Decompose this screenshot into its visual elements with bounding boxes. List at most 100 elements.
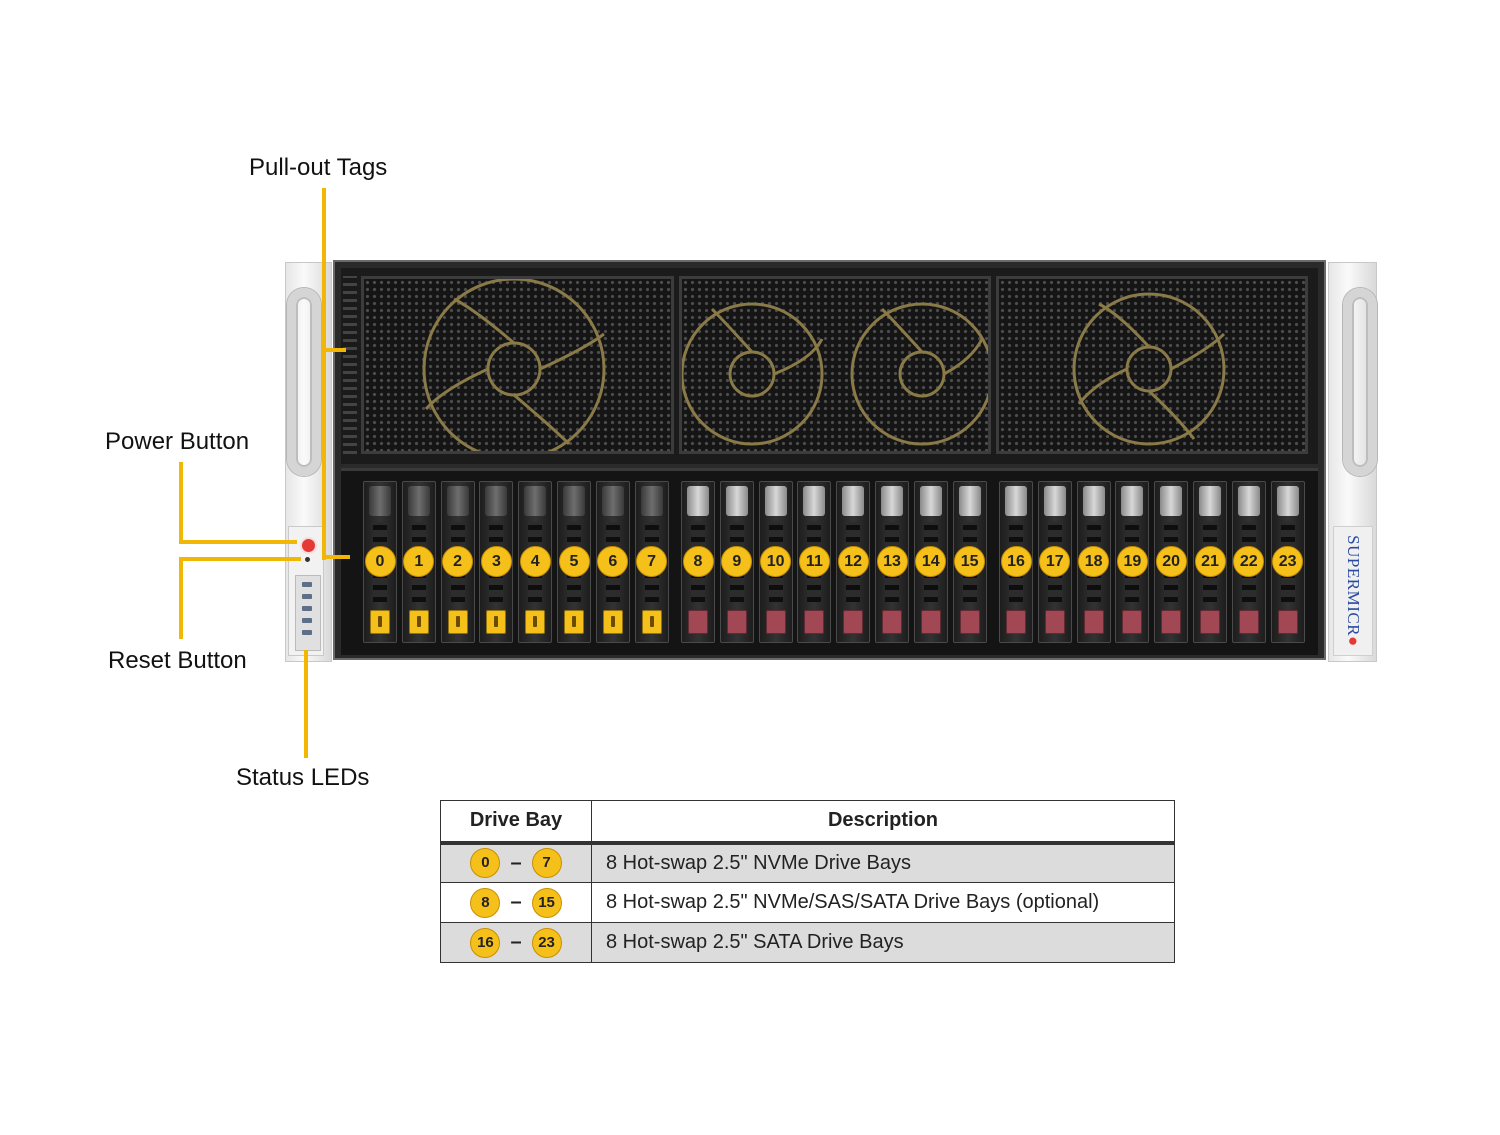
drive-latch[interactable] — [641, 610, 662, 634]
drive-tray-top — [1160, 486, 1183, 516]
drive-bay-table: Drive Bay Description 0–7 8 Hot-swap 2.5… — [440, 800, 1175, 963]
bay-number-badge-22: 22 — [1233, 546, 1265, 577]
drive-latch[interactable] — [726, 610, 747, 634]
bay-number-badge-18: 18 — [1078, 546, 1110, 577]
table-row: 0–7 8 Hot-swap 2.5" NVMe Drive Bays — [440, 842, 1175, 883]
drive-latch[interactable] — [447, 610, 468, 634]
reset-button-leader — [179, 557, 183, 639]
drive-latch[interactable] — [804, 610, 825, 634]
table-row: 16–23 8 Hot-swap 2.5" SATA Drive Bays — [440, 922, 1175, 963]
fan-section — [341, 268, 1318, 464]
drive-tray-top — [764, 486, 787, 516]
drive-latch[interactable] — [564, 610, 584, 634]
drive-latch[interactable] — [1006, 610, 1026, 634]
drive-latch[interactable] — [370, 610, 390, 634]
drive-latch[interactable] — [1044, 610, 1065, 634]
bay-number-badge-7: 7 — [636, 546, 668, 577]
fan-icon — [680, 302, 994, 446]
drive-latch[interactable] — [408, 610, 429, 634]
drive-description: 8 Hot-swap 2.5" NVMe Drive Bays — [591, 842, 1175, 883]
drive-latch[interactable] — [882, 610, 902, 634]
brand-logo: SUPERMICR● — [1344, 535, 1363, 647]
drive-tray-top — [446, 486, 469, 516]
fan-cage-left — [361, 276, 674, 461]
reset-button[interactable] — [305, 557, 310, 562]
pull-out-tags-leader-stub — [322, 555, 350, 559]
drive-latch[interactable] — [525, 610, 546, 634]
table-header-row: Drive Bay Description — [440, 800, 1175, 843]
drive-tray-top — [1237, 486, 1260, 516]
drive-latch[interactable] — [688, 610, 708, 634]
bay-number-badge-0: 0 — [364, 546, 396, 577]
bay-badge: 15 — [531, 887, 562, 918]
power-button[interactable] — [300, 537, 317, 554]
status-led — [302, 618, 312, 623]
pull-out-tag-vent[interactable] — [343, 276, 357, 454]
drive-latch[interactable] — [765, 610, 786, 634]
control-panel — [288, 526, 324, 656]
latch-mark — [494, 616, 499, 627]
drive-tray-top — [842, 486, 865, 516]
range-dash: – — [510, 851, 522, 874]
latch-mark — [649, 616, 654, 627]
latch-mark — [416, 616, 421, 627]
status-leds-leader — [304, 650, 308, 758]
bay-number-badge-19: 19 — [1116, 546, 1148, 577]
drive-latch[interactable] — [602, 610, 623, 634]
bay-number-badge-13: 13 — [876, 546, 908, 577]
drive-tray-top — [881, 486, 903, 516]
drive-tray-top — [1043, 486, 1066, 516]
drive-tray-top — [640, 486, 663, 516]
drive-tray-top — [958, 486, 981, 516]
status-leds-label: Status LEDs — [236, 764, 370, 791]
drive-latch[interactable] — [1083, 610, 1104, 634]
drive-latch[interactable] — [1122, 610, 1143, 634]
drive-bay-range: 0–7 — [440, 842, 592, 883]
bay-badge: 23 — [531, 927, 562, 958]
drive-latch[interactable] — [1238, 610, 1259, 634]
drive-bay-range: 16–23 — [440, 922, 592, 963]
pull-out-tags-leader-stub — [322, 348, 346, 352]
drive-tray-top — [1082, 486, 1105, 516]
fan-icon — [1072, 292, 1226, 446]
bay-number-badge-1: 1 — [403, 546, 435, 577]
latch-mark — [572, 616, 576, 627]
bay-number-badge-4: 4 — [519, 546, 551, 577]
status-leds — [295, 575, 321, 651]
bay-number-badge-23: 23 — [1272, 546, 1304, 577]
left-handle[interactable] — [287, 288, 321, 476]
drive-latch[interactable] — [843, 610, 864, 634]
drive-latch[interactable] — [1161, 610, 1182, 634]
bay-badge: 16 — [470, 927, 501, 958]
drive-tray-top — [725, 486, 748, 516]
latch-mark — [455, 616, 460, 627]
drive-latch[interactable] — [920, 610, 941, 634]
table-row: 8–15 8 Hot-swap 2.5" NVMe/SAS/SATA Drive… — [440, 882, 1175, 923]
drive-latch[interactable] — [1277, 610, 1298, 634]
bay-number-badge-15: 15 — [954, 546, 986, 577]
fan-cage-right — [996, 276, 1308, 454]
bay-number-badge-10: 10 — [760, 546, 792, 577]
drive-tray-top — [919, 486, 942, 516]
range-dash: – — [510, 891, 522, 913]
status-led — [302, 630, 312, 635]
bay-badge: 0 — [470, 848, 501, 879]
drive-tray-top — [563, 486, 585, 516]
drive-tray-top — [1276, 486, 1299, 516]
right-handle[interactable] — [1343, 288, 1377, 476]
drive-tray-top — [601, 486, 624, 516]
header-description: Description — [591, 800, 1175, 843]
brand-tag: SUPERMICR● — [1333, 526, 1373, 656]
power-button-leader-h — [179, 540, 297, 544]
drive-latch[interactable] — [1200, 610, 1220, 634]
drive-latch[interactable] — [486, 610, 507, 634]
bay-number-badge-9: 9 — [721, 546, 753, 577]
drive-latch[interactable] — [959, 610, 980, 634]
drive-tray-top — [1121, 486, 1144, 516]
bay-number-badge-21: 21 — [1194, 546, 1226, 577]
fan-cage-middle — [679, 276, 994, 454]
power-button-label: Power Button — [105, 428, 250, 455]
latch-mark — [533, 616, 538, 627]
bay-number-badge-20: 20 — [1155, 546, 1187, 577]
